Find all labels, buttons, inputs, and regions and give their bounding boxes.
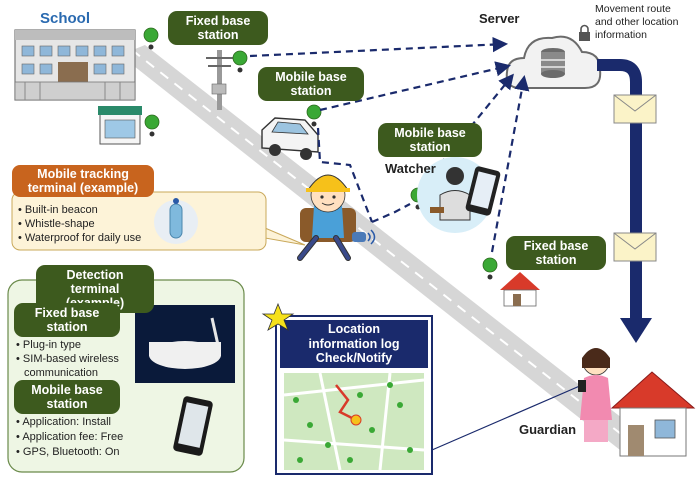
lock-icon xyxy=(579,24,590,41)
envelope-icons xyxy=(613,94,657,262)
whistle-device-photo xyxy=(154,198,198,244)
map-to-guardian-line xyxy=(431,384,583,451)
movement-info-label: Movement route and other location inform… xyxy=(595,3,679,41)
school-building xyxy=(14,29,136,101)
envelope-icon xyxy=(613,94,657,124)
server-cloud-icon xyxy=(505,35,602,89)
whistle-beacon-icon xyxy=(352,232,366,242)
smartphone-icon xyxy=(465,166,501,216)
pin-icon xyxy=(306,104,322,127)
detection-mobile-bullets: Application: Install Application fee: Fr… xyxy=(16,415,123,460)
watcher-label: Watcher xyxy=(385,161,436,176)
road xyxy=(120,45,650,450)
pin-icon xyxy=(143,27,159,50)
pin-icon xyxy=(232,50,248,73)
server-label: Server xyxy=(479,11,520,26)
envelope-icon xyxy=(613,232,657,262)
map-thumbnail xyxy=(283,372,425,471)
house-large xyxy=(610,371,696,457)
star-icon xyxy=(261,302,295,331)
callout-pointer xyxy=(264,227,306,246)
router-photo xyxy=(135,305,235,383)
school-label: School xyxy=(40,10,91,27)
child-illustration xyxy=(297,174,366,261)
location-log-title: Location information log Check/Notify xyxy=(308,322,400,365)
utility-pole xyxy=(206,50,233,110)
guardian-illustration xyxy=(578,348,612,442)
dashed-data-links xyxy=(249,36,530,253)
watcher-illustration xyxy=(417,157,501,233)
detection-fixed-bullets: Plug-in type SIM-based wireless communic… xyxy=(16,338,119,380)
convenience-store xyxy=(98,106,142,145)
signal-waves-icon xyxy=(367,229,376,245)
pin-icon xyxy=(144,114,160,137)
smartphone-map-photo xyxy=(173,396,213,456)
pin-icon xyxy=(482,257,498,280)
tracking-terminal-bullets: Built-in beacon Whistle-shape Waterproof… xyxy=(18,203,141,245)
server-to-guardian-arrow xyxy=(597,59,652,343)
guardian-label: Guardian xyxy=(519,422,577,437)
car-illustration xyxy=(261,117,319,160)
house-small xyxy=(500,272,540,307)
